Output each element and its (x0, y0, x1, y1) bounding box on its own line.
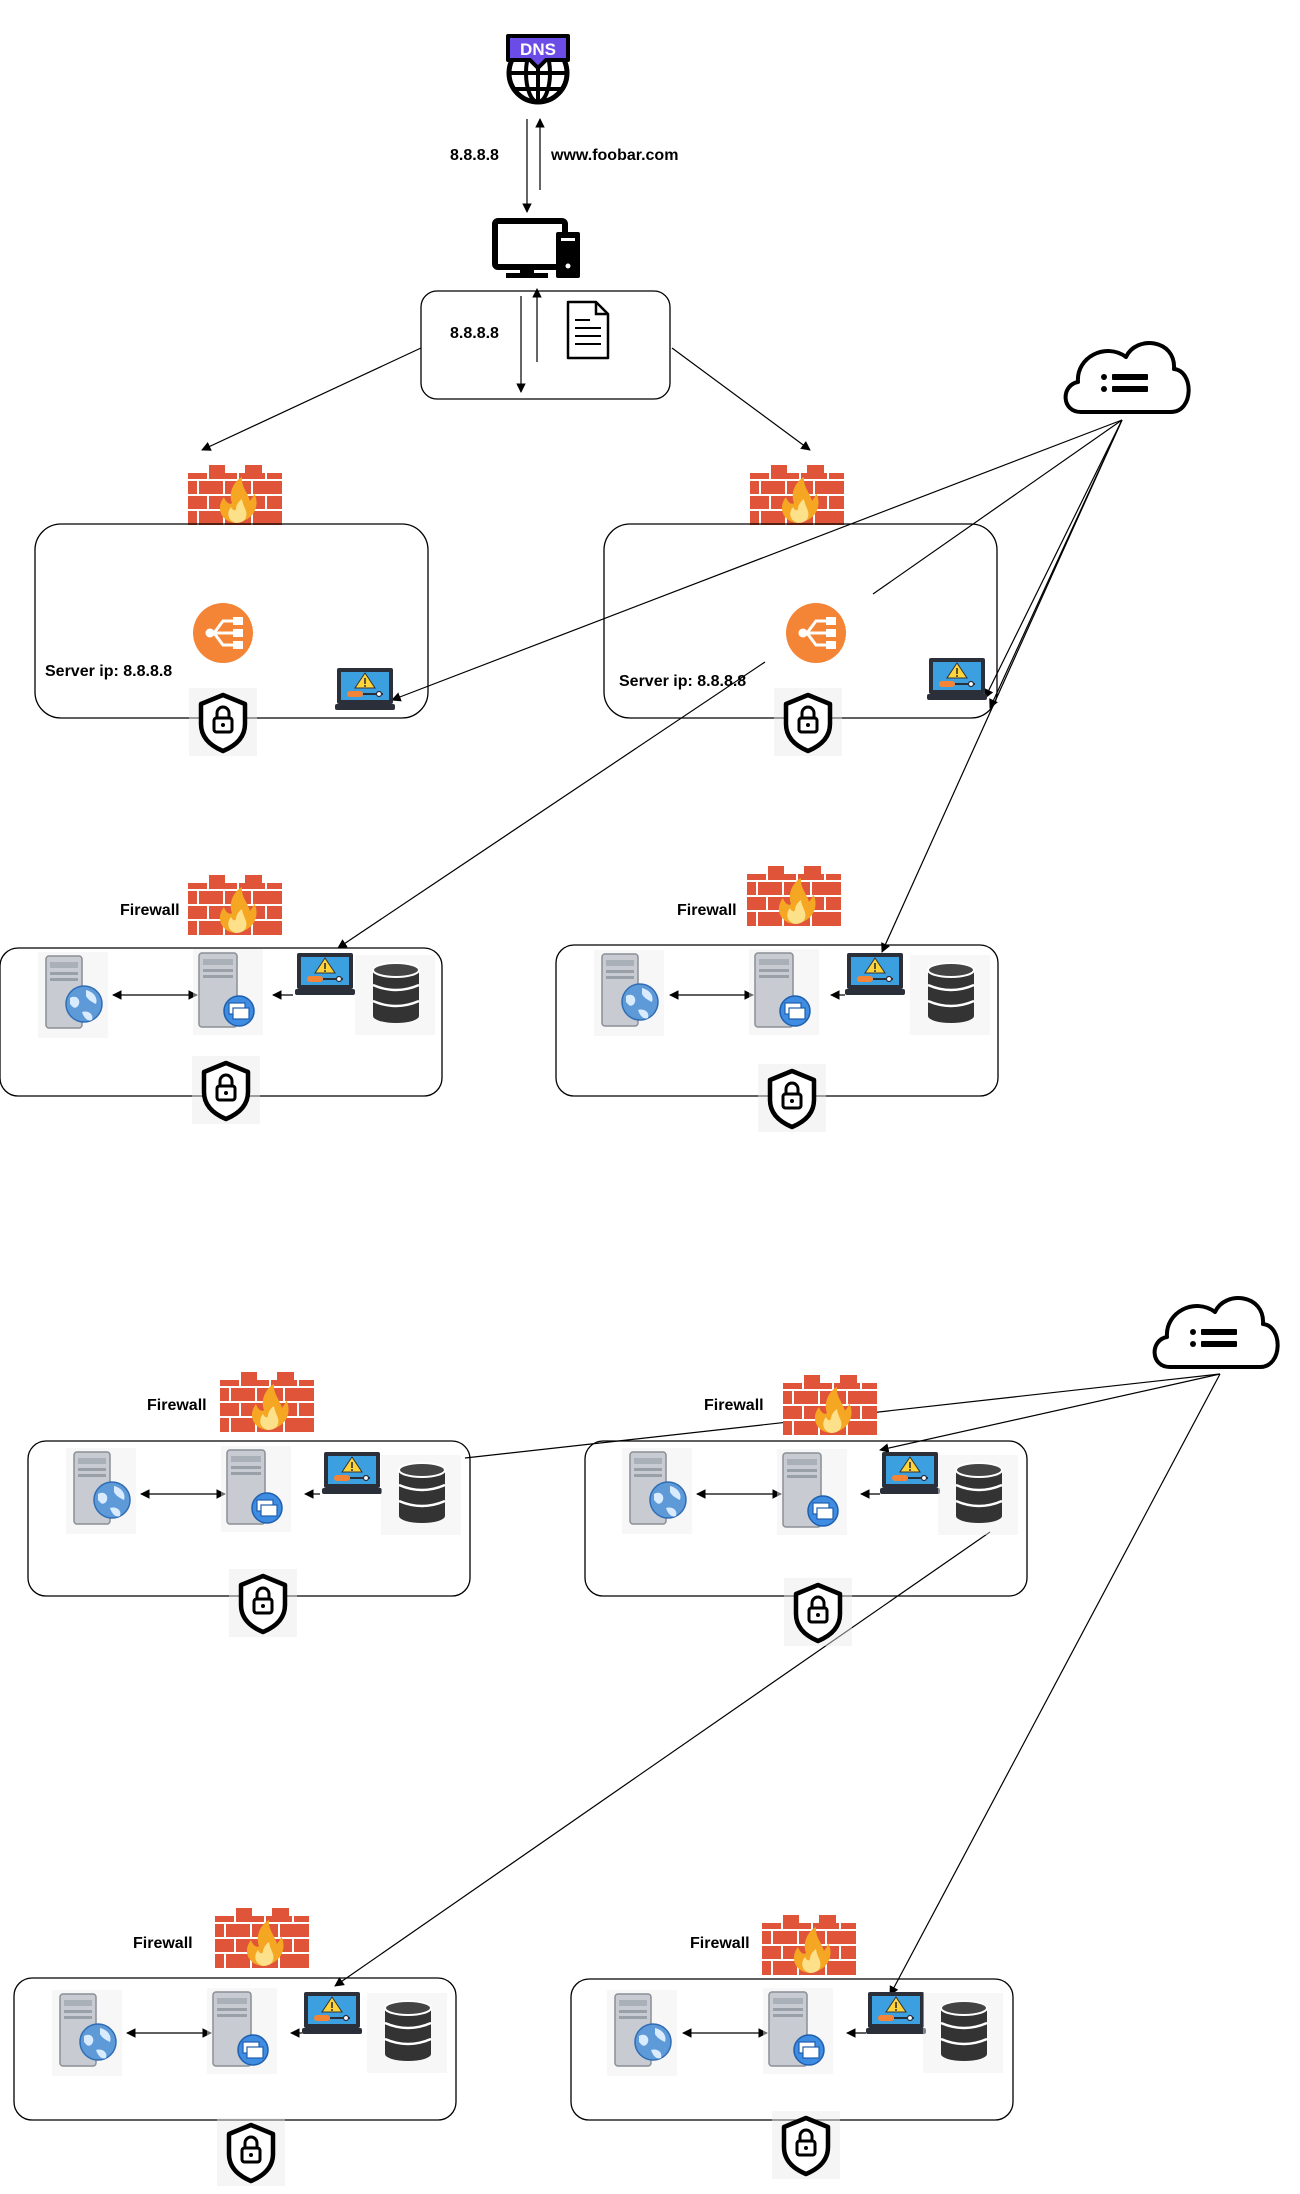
server-group-4: Firewall (584, 1374, 1028, 1646)
edge-cloud1-line (872, 419, 1123, 595)
web-server-icon (621, 1447, 693, 1535)
firewall-icon (782, 1374, 878, 1436)
monitoring-laptop-icon (301, 1991, 363, 2035)
cloud-server-icon (1063, 341, 1191, 414)
client-cache-ip-label: 8.8.8.8 (450, 325, 499, 342)
database-icon (921, 1991, 1005, 2075)
security-lock-icon (784, 1578, 852, 1646)
firewall-label: Firewall (147, 1397, 207, 1414)
edge-cloud1-to-top-right-monitor (984, 419, 1123, 699)
security-lock-icon (217, 2118, 285, 2186)
firewall-label: Firewall (690, 1935, 750, 1952)
dns-badge: DNS (506, 34, 570, 70)
firewall-icon (746, 865, 842, 927)
database-icon (379, 1453, 463, 1537)
app-server-icon (762, 1987, 834, 2075)
web-server-icon (606, 1989, 678, 2077)
client-cache-box (420, 290, 671, 400)
security-lock-icon (192, 1056, 260, 1124)
app-server-icon (206, 1987, 278, 2075)
security-lock-icon (189, 688, 257, 756)
database-icon (365, 1991, 449, 2075)
security-lock-icon (229, 1569, 297, 1637)
app-server-icon (748, 948, 820, 1036)
database-icon (936, 1453, 1020, 1537)
firewall-label: Firewall (120, 902, 180, 919)
monitoring-laptop-icon (865, 1991, 927, 2035)
edge-cloud1-to-top-left-monitor (391, 419, 1123, 702)
firewall-icon (749, 464, 845, 526)
server-group-5: Firewall (13, 1907, 457, 2186)
firewall-label: Firewall (704, 1397, 764, 1414)
firewall-icon (761, 1914, 857, 1976)
server-group-2: Firewall (555, 865, 999, 1132)
dns-resolved-ip-label: 8.8.8.8 (450, 147, 499, 164)
edge-lb-to-group1 (337, 661, 766, 949)
firewall-icon (219, 1371, 315, 1433)
security-lock-icon (758, 1064, 826, 1132)
monitoring-laptop-icon (294, 952, 356, 996)
document-icon (566, 300, 610, 360)
cloud-server-icon (1152, 1296, 1280, 1369)
web-server-icon (37, 951, 109, 1039)
load-balancer-icon (784, 601, 848, 665)
web-server-icon (65, 1447, 137, 1535)
database-icon (353, 953, 437, 1037)
edge-client-to-right-cluster (671, 347, 811, 451)
monitoring-laptop-icon (844, 952, 906, 996)
server-ip-label-left: Server ip: 8.8.8.8 (45, 663, 172, 680)
computer-icon (492, 218, 580, 278)
monitoring-laptop-icon (926, 657, 988, 701)
monitoring-laptop-icon (879, 1451, 941, 1495)
app-server-icon (192, 948, 264, 1036)
load-balancer-icon (191, 601, 255, 665)
dns-server: DNS (506, 34, 570, 105)
server-group-3: Firewall (27, 1371, 471, 1637)
security-lock-icon (772, 2111, 840, 2179)
edge-client-to-left-cluster (201, 347, 422, 451)
app-server-icon (220, 1445, 292, 1533)
firewall-label: Firewall (133, 1935, 193, 1952)
web-server-icon (51, 1989, 123, 2077)
monitoring-laptop-icon (321, 1451, 383, 1495)
web-server-icon (593, 949, 665, 1037)
dns-query-domain-label: www.foobar.com (550, 147, 678, 164)
database-icon (908, 953, 992, 1037)
firewall-label: Firewall (677, 902, 737, 919)
security-lock-icon (774, 688, 842, 756)
server-group-1: Firewall (0, 874, 443, 1124)
edge-cloud1-to-group2 (881, 419, 1123, 953)
app-server-icon (776, 1448, 848, 1536)
monitoring-laptop-icon (334, 667, 396, 711)
firewall-icon (187, 464, 283, 526)
edge-cloud2-to-group6 (889, 1373, 1221, 1996)
edge-cloud2-to-group4 (879, 1373, 1221, 1453)
edge-cloud2-to-group5 (334, 1531, 991, 1987)
server-group-6: Firewall (570, 1914, 1014, 2179)
server-ip-label-right: Server ip: 8.8.8.8 (619, 673, 746, 690)
dns-badge-text: DNS (520, 40, 556, 59)
firewall-icon (214, 1907, 310, 1969)
firewall-icon (187, 874, 283, 936)
